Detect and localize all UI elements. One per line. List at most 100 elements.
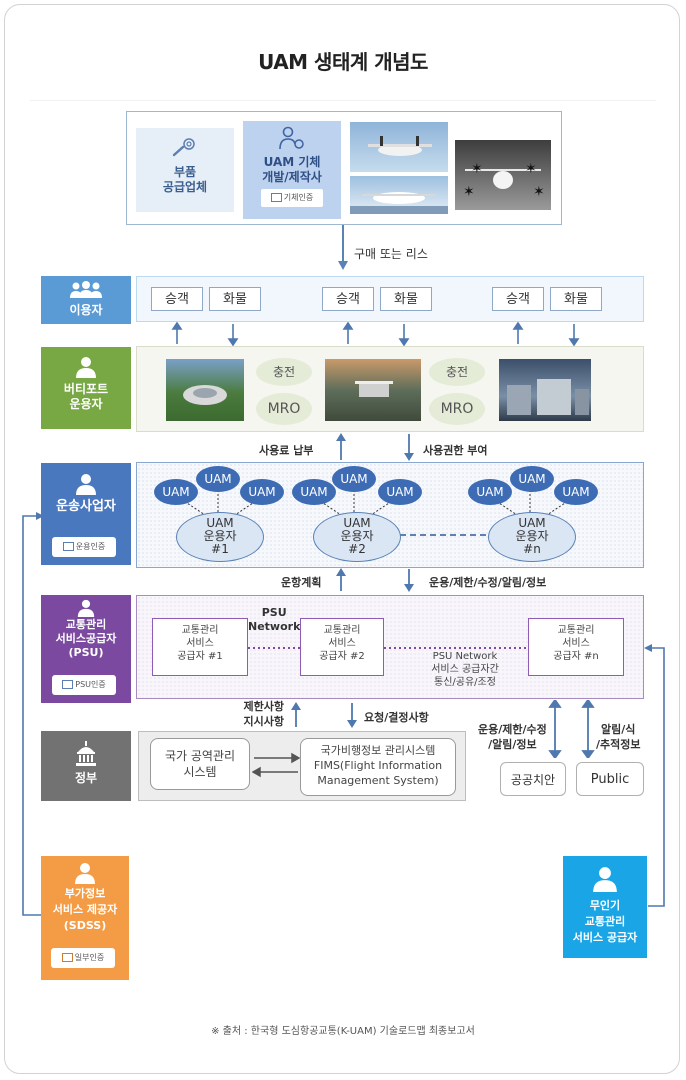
request-arrow-down	[347, 703, 357, 728]
person-icon	[75, 863, 95, 884]
purchase-label: 구매 또는 리스	[354, 247, 428, 261]
uam-vehicle-photo-2	[350, 176, 448, 214]
uam-node: UAM	[510, 466, 554, 492]
uam-node: UAM	[292, 479, 336, 505]
sdss-card: 부가정보 서비스 제공자 (SDSS) 일부인증	[41, 856, 129, 980]
purchase-arrow	[338, 225, 348, 270]
operator-connectors	[177, 490, 575, 536]
operator-label: 운송사업자	[56, 499, 116, 514]
partial-cert-label: 일부인증	[74, 953, 105, 962]
mro-oval-1: MRO	[256, 393, 312, 425]
svg-text:✶: ✶	[463, 184, 475, 200]
right-info-label-1: 운용/제한/수정 /알림/정보	[478, 723, 547, 751]
fims-box: 국가비행정보 관리시스템 FIMS(Flight Information Man…	[300, 738, 456, 796]
operation-info-label: 운용/제한/수정/알림/정보	[429, 576, 547, 589]
psu-network-links	[248, 647, 528, 649]
airspace-fims-arrows	[252, 752, 300, 778]
right-info-arrows	[548, 700, 595, 758]
parts-supplier-label: 부품 공급업체	[162, 165, 208, 194]
drone-feedback-line	[644, 644, 665, 907]
sdss-label: 부가정보 서비스 제공자 (SDSS)	[52, 887, 118, 932]
charging-oval-1: 충전	[256, 358, 312, 386]
airframe-cert-label: 기체인증	[283, 193, 314, 202]
uam-operator-2: UAM 운용자 #2	[313, 512, 401, 562]
uam-maker-box: UAM 기체 개발/제작사 기체인증	[243, 121, 341, 219]
uam-vehicle-photo-3: ✶ ✶ ✶ ✶	[455, 140, 551, 210]
right-info-label-2: 알림/식 /추적정보	[596, 723, 641, 751]
certificate-icon	[62, 680, 74, 689]
restriction-label: 제한사항 지시사항	[243, 700, 284, 728]
plan-arrow-up	[336, 568, 346, 591]
psu-card: 교통관리 서비스공급자 (PSU) PSU인증	[41, 595, 131, 703]
svg-text:✶: ✶	[471, 161, 483, 177]
certificate-icon	[61, 953, 73, 962]
operation-plan-label: 운항계획	[281, 576, 322, 589]
uam-operator-n: UAM 운용자 #n	[488, 512, 576, 562]
users-group-icon	[70, 281, 102, 298]
uam-node: UAM	[240, 479, 284, 505]
uam-operator-1: UAM 운용자 #1	[176, 512, 264, 562]
operation-cert-label: 운용인증	[75, 542, 106, 551]
government-card: 정부	[41, 731, 131, 801]
mro-oval-2: MRO	[429, 393, 485, 425]
passenger-box-1: 승객	[151, 287, 203, 311]
request-decision-label: 요청/결정사항	[364, 711, 429, 724]
parts-supplier-box: 부품 공급업체	[136, 128, 234, 212]
uam-node: UAM	[554, 479, 598, 505]
person-icon	[593, 867, 617, 892]
uam-node: UAM	[378, 479, 422, 505]
national-airspace-box: 국가 공역관리 시스템	[150, 738, 250, 790]
person-icon	[77, 599, 95, 617]
partial-cert-badge: 일부인증	[51, 948, 115, 968]
vertiport-card: 버티포트 운용자	[41, 347, 131, 429]
svg-text:✶: ✶	[525, 161, 537, 177]
government-label: 정부	[74, 771, 98, 785]
uam-node: UAM	[332, 466, 376, 492]
person-gear-icon	[279, 126, 304, 150]
person-icon	[76, 357, 96, 378]
vertiport-photo-3	[499, 359, 591, 421]
title-divider	[30, 100, 656, 101]
operator-card: 운송사업자 운용인증	[41, 463, 131, 565]
psu-box-n: 교통관리 서비스 공급자 #n	[528, 618, 624, 676]
cargo-box-1: 화물	[209, 287, 261, 311]
sdss-feedback-line	[22, 512, 44, 916]
public-box: Public	[576, 762, 644, 796]
certificate-icon	[270, 193, 282, 202]
fee-payment-label: 사용료 납부	[259, 444, 314, 457]
psu-network-label: PSU Network	[248, 606, 301, 633]
psu-cert-badge: PSU인증	[52, 675, 116, 695]
cargo-box-2: 화물	[380, 287, 432, 311]
airframe-cert-badge: 기체인증	[261, 189, 323, 207]
psu-box-2: 교통관리 서비스 공급자 #2	[300, 618, 384, 676]
page-title: UAM 생태계 개념도	[258, 50, 428, 74]
psu-box-1: 교통관리 서비스 공급자 #1	[152, 618, 248, 676]
operation-cert-badge: 운용인증	[52, 537, 116, 557]
uam-vehicle-photo-1	[350, 122, 448, 172]
vertiport-label: 버티포트 운용자	[63, 382, 109, 411]
drone-utm-label: 무인기 교통관리 서비스 공급자	[572, 899, 638, 944]
charging-oval-2: 충전	[429, 358, 485, 386]
fee-arrow-up	[336, 433, 346, 460]
uam-node: UAM	[196, 466, 240, 492]
svg-text:✶: ✶	[533, 184, 545, 200]
public-security-box: 공공치안	[500, 762, 566, 796]
vertiport-photo-2	[325, 359, 421, 421]
users-label: 이용자	[69, 303, 103, 317]
uam-maker-label: UAM 기체 개발/제작사	[262, 155, 322, 184]
psu-network-note: PSU Network 서비스 공급자간 통신/공유/조정	[431, 651, 499, 688]
certificate-icon	[62, 542, 74, 551]
passenger-box-3: 승객	[492, 287, 544, 311]
info-arrow-down	[404, 569, 414, 592]
uam-node: UAM	[154, 479, 198, 505]
usage-rights-label: 사용권한 부여	[423, 444, 488, 457]
cargo-box-3: 화물	[550, 287, 602, 311]
users-vertiport-arrows	[171, 322, 580, 346]
users-card: 이용자	[41, 276, 131, 324]
drone-utm-card: 무인기 교통관리 서비스 공급자	[563, 856, 647, 958]
person-icon	[76, 474, 96, 495]
restriction-arrow-up	[291, 702, 301, 727]
passenger-box-2: 승객	[322, 287, 374, 311]
vertiport-photo-1	[166, 359, 244, 421]
source-footer: ※ 출처 : 한국형 도심항공교통(K-UAM) 기술로드맵 최종보고서	[211, 1026, 475, 1037]
